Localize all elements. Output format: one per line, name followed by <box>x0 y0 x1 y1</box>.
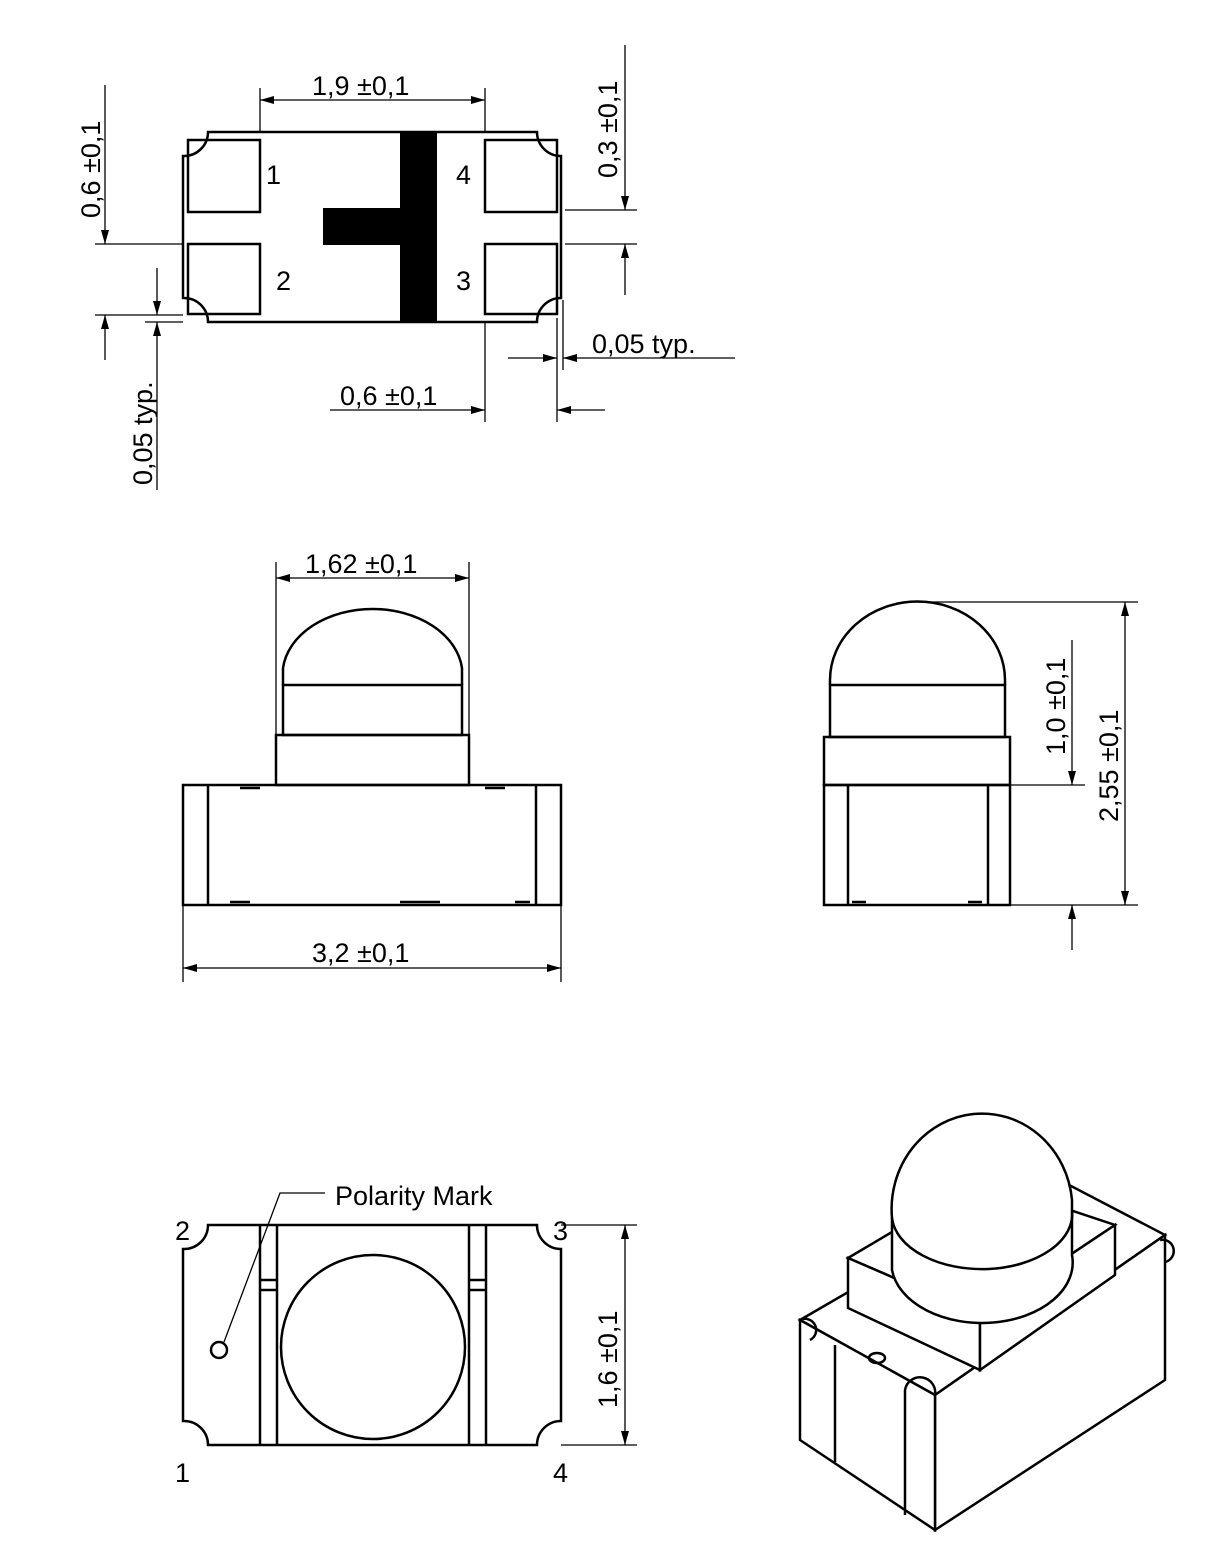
side-view: 1,62 ±0,1 3,2 ±0,1 <box>181 549 563 982</box>
top-pin-1: 1 <box>266 160 281 190</box>
dim-body-length: 3,2 ±0,1 <box>312 938 409 968</box>
dim-total-height: 2,55 ±0,1 <box>1094 710 1124 822</box>
isometric-view <box>797 1112 1175 1533</box>
dim-base-height: 1,0 ±0,1 <box>1041 658 1071 755</box>
end-view: 1,0 ±0,1 2,55 ±0,1 <box>822 600 1138 950</box>
pad-2 <box>186 242 262 316</box>
bottom-view: Polarity Mark 2 3 1 4 1,6 ±0,1 <box>175 1181 637 1488</box>
side-body <box>181 783 563 907</box>
top-pin-3: 3 <box>456 266 471 296</box>
bottom-pin-3: 3 <box>553 1216 568 1246</box>
top-view: 1 2 3 4 1,9 ±0,1 0,6 ±0,1 0,05 typ. 0,3 … <box>76 45 735 490</box>
pad-3 <box>483 242 559 316</box>
top-body-outline <box>181 130 563 324</box>
dim-offset-left: 0,05 typ. <box>128 381 158 485</box>
dim-pad-width: 0,6 ±0,1 <box>340 381 437 411</box>
bottom-pin-4: 4 <box>553 1458 568 1488</box>
side-lens-dome <box>281 607 464 685</box>
bottom-lens-circle <box>279 1253 467 1441</box>
iso-lens-dome <box>890 1112 1074 1325</box>
bottom-pin-1: 1 <box>175 1458 190 1488</box>
polarity-t-horizontal <box>323 208 403 245</box>
dim-offset-right: 0,05 typ. <box>592 329 696 359</box>
dim-pad-height: 0,6 ±0,1 <box>76 121 106 218</box>
bottom-body-outline <box>181 1223 563 1447</box>
pad-4 <box>483 138 559 214</box>
dim-body-width: 1,6 ±0,1 <box>593 1311 623 1408</box>
side-lens-base <box>274 733 471 787</box>
top-pin-4: 4 <box>456 160 471 190</box>
end-lens-dome <box>828 600 1007 685</box>
end-body <box>822 783 1012 907</box>
dim-pad-spacing: 1,9 ±0,1 <box>312 71 409 101</box>
bottom-pin-2: 2 <box>175 1216 190 1246</box>
dim-pad-gap: 0,3 ±0,1 <box>593 81 623 178</box>
dim-lens-width: 1,62 ±0,1 <box>305 549 417 579</box>
pad-1 <box>186 138 262 214</box>
polarity-mark-dot <box>209 1340 229 1360</box>
side-lens-band <box>281 683 464 737</box>
top-pin-2: 2 <box>276 266 291 296</box>
polarity-mark-label: Polarity Mark <box>335 1181 493 1211</box>
polarity-t-vertical <box>400 132 437 322</box>
